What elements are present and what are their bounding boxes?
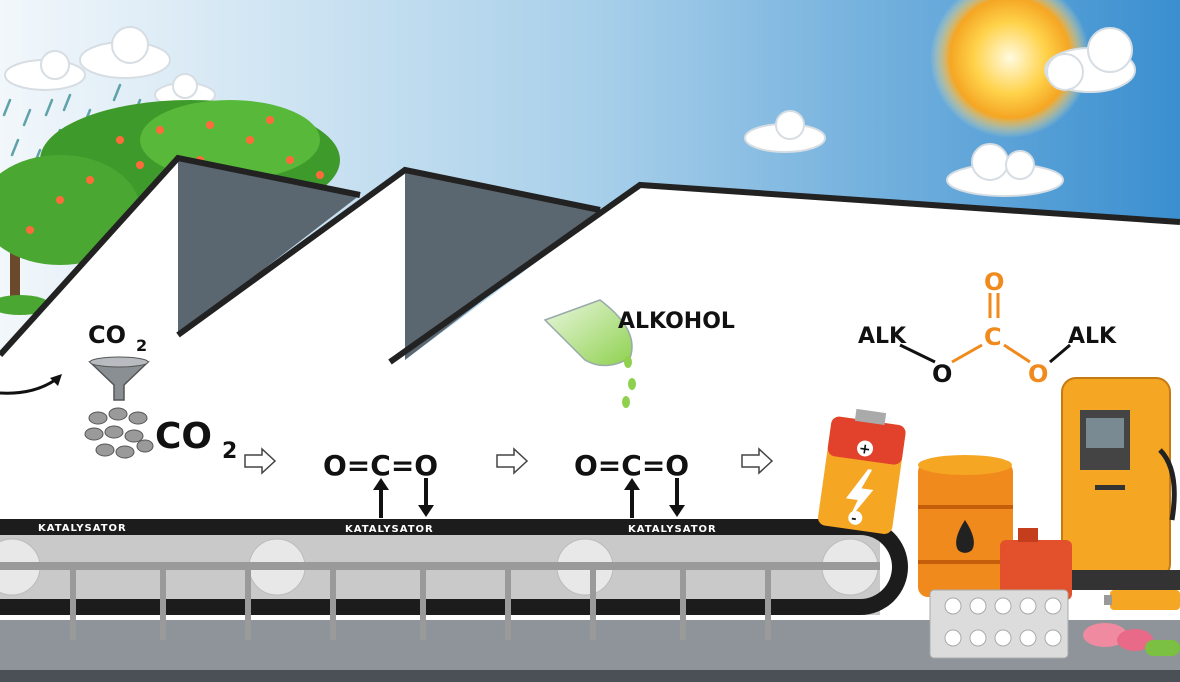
alkyl-left-label: ALK: [858, 324, 907, 349]
cloud: [1044, 27, 1136, 93]
pill-blister-pack-icon: [929, 589, 1069, 659]
catalyst-exchange-arrows-icon: [624, 478, 685, 518]
co2-label-small: CO: [88, 321, 126, 349]
oxygen-top-label: O: [984, 268, 1004, 296]
conveyor-belt: [0, 519, 1180, 682]
catalyst-label: KATALYSATOR: [345, 524, 434, 535]
cloud: [4, 50, 86, 91]
cloud: [744, 110, 826, 153]
sun: [930, 0, 1090, 138]
process-arrow-icon: [496, 447, 529, 475]
cloud: [79, 26, 171, 79]
oxygen-right-label: O: [1028, 360, 1048, 388]
carbon-label: C: [984, 323, 1002, 351]
battery-icon: + -: [818, 408, 906, 534]
catalyst-exchange-arrows-icon: [373, 478, 434, 518]
dialkyl-carbonate-molecule: ALK O C O O ALK: [858, 268, 1117, 388]
roof-shadow: [178, 158, 360, 335]
oxygen-left-label: O: [932, 360, 952, 388]
process-arrow-icon: [741, 447, 774, 475]
fuel-canister-icon: [1000, 528, 1072, 600]
process-arrow-icon: [244, 447, 277, 475]
fuel-pump-icon: [1050, 377, 1180, 590]
co2-subscript: 2: [136, 336, 147, 355]
clouds: [4, 26, 1136, 197]
battery-plus-label: +: [858, 441, 872, 458]
catalyst-label: KATALYSATOR: [628, 524, 717, 535]
roof-shadow: [405, 170, 600, 360]
co2-molecule-formula: O=C=O: [323, 449, 438, 482]
co2-subscript: 2: [222, 439, 237, 464]
cloud: [946, 143, 1064, 197]
co2-label-large: CO: [155, 416, 212, 457]
co2-molecule-formula: O=C=O: [574, 449, 689, 482]
funnel-icon: [88, 356, 150, 401]
alcohol-label: ALKOHOL: [618, 309, 735, 334]
arrowhead: [50, 374, 62, 386]
captured-co2-pellets-icon: [84, 407, 154, 459]
small-battery-icon: [1104, 590, 1180, 610]
battery-minus-label: -: [850, 511, 857, 527]
alkyl-right-label: ALK: [1068, 324, 1117, 349]
alcohol-flask-icon: [543, 299, 636, 408]
process-arrows: [244, 447, 774, 475]
pills-icon: [1083, 623, 1180, 656]
oil-barrel-icon: [918, 455, 1013, 597]
catalyst-label: KATALYSATOR: [38, 523, 127, 534]
